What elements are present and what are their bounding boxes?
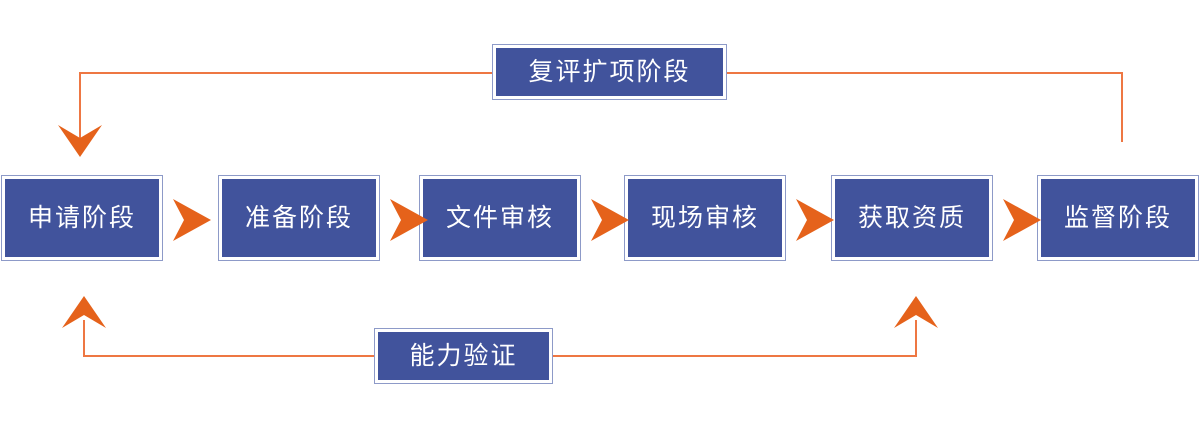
top-loop-left-vertical <box>79 72 81 144</box>
node-label: 能力验证 <box>409 341 518 370</box>
node-label: 获取资质 <box>857 203 966 232</box>
node-on-site-audit[interactable]: 现场审核 <box>624 175 786 261</box>
bottom-loop-left-horizontal <box>83 355 376 357</box>
top-loop-right-vertical <box>1121 72 1123 142</box>
node-preparation-stage[interactable]: 准备阶段 <box>218 175 380 261</box>
node-label: 准备阶段 <box>244 203 353 232</box>
node-capability-verification[interactable]: 能力验证 <box>374 328 553 384</box>
bottom-loop-right-horizontal <box>552 355 917 357</box>
bottom-loop-right-vertical <box>915 320 917 357</box>
top-loop-right-horizontal <box>726 72 1122 74</box>
chevron-4-icon <box>796 199 834 241</box>
node-label: 文件审核 <box>445 203 554 232</box>
up-arrow-head-left-icon <box>62 296 106 328</box>
chevron-1-icon <box>173 199 211 241</box>
node-label: 现场审核 <box>650 203 759 232</box>
node-document-review[interactable]: 文件审核 <box>419 175 581 261</box>
node-obtain-qualification[interactable]: 获取资质 <box>831 175 993 261</box>
down-arrow-head-icon <box>58 125 102 157</box>
node-label: 监督阶段 <box>1063 203 1172 232</box>
node-label: 复评扩项阶段 <box>528 57 691 86</box>
bottom-loop-left-vertical <box>83 320 85 357</box>
node-application-stage[interactable]: 申请阶段 <box>1 175 163 261</box>
node-label: 申请阶段 <box>27 203 136 232</box>
node-supervision-stage[interactable]: 监督阶段 <box>1037 175 1199 261</box>
top-loop-left-horizontal <box>79 72 494 74</box>
chevron-3-icon <box>591 199 629 241</box>
chevron-5-icon <box>1003 199 1041 241</box>
node-re-evaluation-expansion-stage[interactable]: 复评扩项阶段 <box>492 44 727 100</box>
up-arrow-head-right-icon <box>894 296 938 328</box>
chevron-2-icon <box>390 199 428 241</box>
